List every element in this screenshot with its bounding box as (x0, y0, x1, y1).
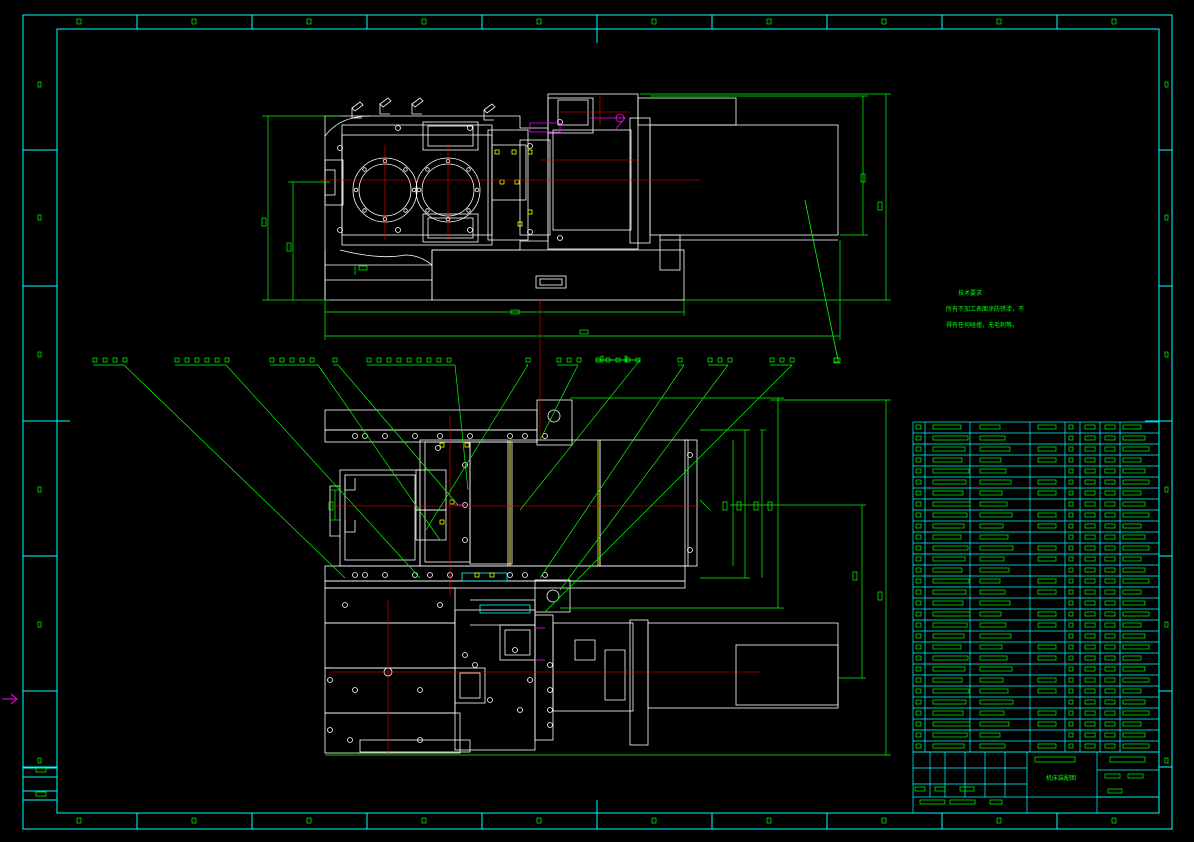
title-block (912, 751, 1160, 814)
top-view-assembly (324, 93, 839, 361)
technical-requirements-line-2: 得有任何碰撞，无毛刺等。 (946, 322, 1019, 329)
drawing-frame (22, 14, 1173, 830)
zone-reference-labels (35, 18, 1169, 824)
center-lines (320, 95, 760, 755)
front-view-assembly (324, 399, 839, 754)
technical-requirements-line-1: 所有不加工表面涂防锈漆，不 (946, 306, 1025, 313)
dimension-lines (261, 93, 891, 756)
bill-of-materials-table (912, 421, 1160, 753)
technical-requirements-heading: 技术要求 (958, 290, 983, 297)
part-leader-lines (92, 355, 841, 613)
drawing-name: 机床装配图 (1046, 775, 1077, 782)
entry-arrow-icon (2, 693, 18, 705)
